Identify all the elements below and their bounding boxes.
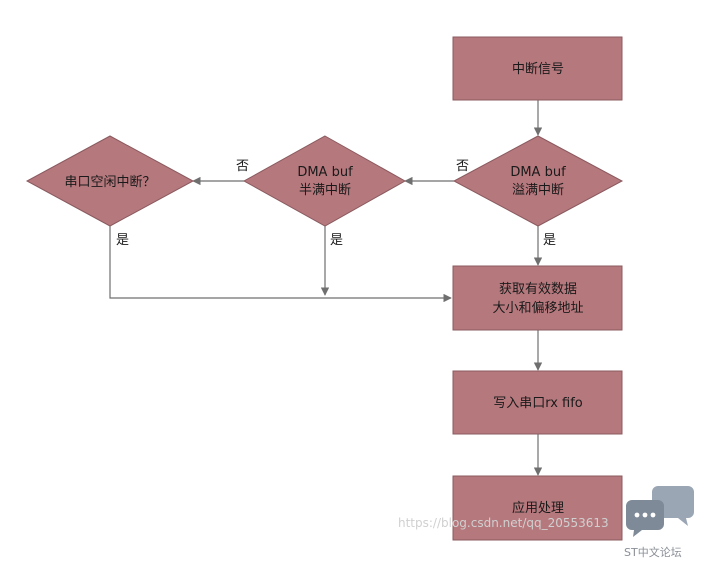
label-half-no: 否: [236, 159, 249, 174]
forum-label: ST中文论坛: [624, 545, 682, 559]
node-app-process-label: 应用处理: [512, 500, 564, 516]
node-interrupt-signal: 中断信号: [452, 36, 623, 101]
label-idle-yes: 是: [116, 233, 129, 248]
label-overflow-yes: 是: [543, 233, 556, 248]
label-half-yes: 是: [330, 233, 343, 248]
node-interrupt-signal-label: 中断信号: [512, 62, 564, 77]
decision-dma-half-line2: 半满中断: [299, 183, 351, 198]
edge-idle-to-getdata: [109, 226, 452, 303]
node-write-fifo-label: 写入串口rx fifo: [493, 396, 583, 411]
node-get-data-line2: 大小和偏移地址: [492, 301, 583, 316]
node-write-fifo: 写入串口rx fifo: [452, 370, 623, 435]
decision-uart-idle: 串口空闲中断？: [25, 135, 195, 227]
node-get-data-line1: 获取有效数据: [499, 282, 577, 297]
decision-dma-overflow-line2: 溢满中断: [512, 183, 564, 198]
decision-dma-overflow: DMA buf 溢满中断: [452, 135, 624, 227]
decision-dma-half: DMA buf 半满中断: [242, 135, 407, 227]
decision-dma-half-line1: DMA buf: [297, 165, 353, 180]
speech-bubbles-icon: [626, 486, 694, 537]
decision-dma-overflow-line1: DMA buf: [510, 165, 566, 180]
node-app-process: 应用处理: [452, 475, 623, 541]
node-get-data: 获取有效数据 大小和偏移地址: [452, 265, 623, 331]
label-overflow-no: 否: [456, 159, 469, 174]
edges: [109, 100, 543, 476]
watermark-url: https://blog.csdn.net/qq_20553613: [398, 516, 609, 530]
decision-uart-idle-label: 串口空闲中断？: [64, 175, 155, 190]
